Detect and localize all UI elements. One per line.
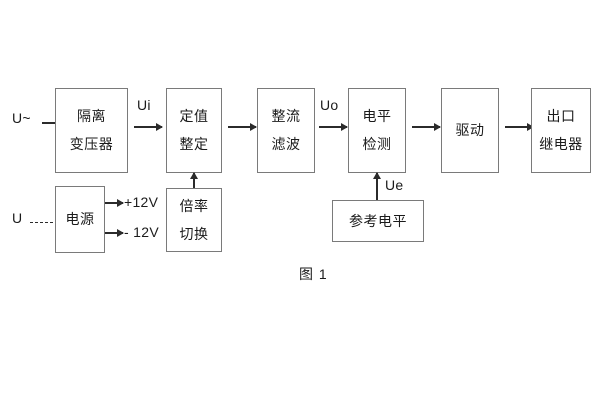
block-isolation-transformer-line2: 变压器 xyxy=(69,136,114,152)
block-rectify-filter-line2: 滤波 xyxy=(271,136,301,152)
block-isolation-transformer: 隔离 变压器 xyxy=(55,88,128,173)
arrow-isolation-transformer-to-setting-value xyxy=(134,126,162,128)
figure-caption: 图 1 xyxy=(299,266,328,282)
arrow-multiplier-switch-to-setting-value xyxy=(193,173,195,188)
block-drive: 驱动 xyxy=(441,88,499,173)
block-isolation-transformer-line1: 隔离 xyxy=(77,108,106,125)
signal-label-uo: Uo xyxy=(320,97,339,113)
arrow-dc-input-to-power-supply xyxy=(30,222,68,223)
block-power-supply: 电源 xyxy=(55,186,105,253)
dc-input-label: U xyxy=(12,210,23,226)
arrow-reference-level-to-level-detect xyxy=(376,173,378,200)
block-power-supply-line1: 电源 xyxy=(65,211,95,228)
block-drive-line1: 驱动 xyxy=(455,122,485,139)
block-multiplier-switch-line2: 切换 xyxy=(179,225,209,242)
block-level-detect-line1: 电平 xyxy=(362,108,392,125)
block-rectify-filter-line1: 整流 xyxy=(271,108,301,125)
arrow-rectify-filter-to-level-detect xyxy=(319,126,347,128)
signal-label-ue: Ue xyxy=(385,177,404,193)
block-output-relay-line2: 继电器 xyxy=(539,136,583,152)
arrow-level-detect-to-drive xyxy=(412,126,440,128)
block-multiplier-switch-line1: 倍率 xyxy=(179,197,209,214)
block-setting-value-line1: 定值 xyxy=(179,108,209,125)
block-output-relay-line1: 出口 xyxy=(546,108,576,125)
arrow-drive-to-output-relay xyxy=(505,126,533,128)
block-reference-level-line1: 参考电平 xyxy=(349,212,407,229)
block-multiplier-switch: 倍率 切换 xyxy=(166,188,222,252)
block-output-relay: 出口 继电器 xyxy=(531,88,591,173)
block-setting-value-line2: 整定 xyxy=(179,136,209,152)
block-level-detect: 电平 检测 xyxy=(348,88,406,173)
block-level-detect-line2: 检测 xyxy=(362,136,392,152)
ac-input-label: U~ xyxy=(12,110,31,126)
block-setting-value: 定值 整定 xyxy=(166,88,222,173)
arrow-rail-positive xyxy=(105,202,123,204)
signal-label-ui: Ui xyxy=(137,97,151,113)
arrow-rail-negative xyxy=(105,232,123,234)
block-reference-level: 参考电平 xyxy=(332,200,424,242)
rail-positive-label: +12V xyxy=(124,194,159,210)
arrow-setting-value-to-rectify-filter xyxy=(228,126,256,128)
rail-negative-label: - 12V xyxy=(124,224,159,240)
block-rectify-filter: 整流 滤波 xyxy=(257,88,315,173)
